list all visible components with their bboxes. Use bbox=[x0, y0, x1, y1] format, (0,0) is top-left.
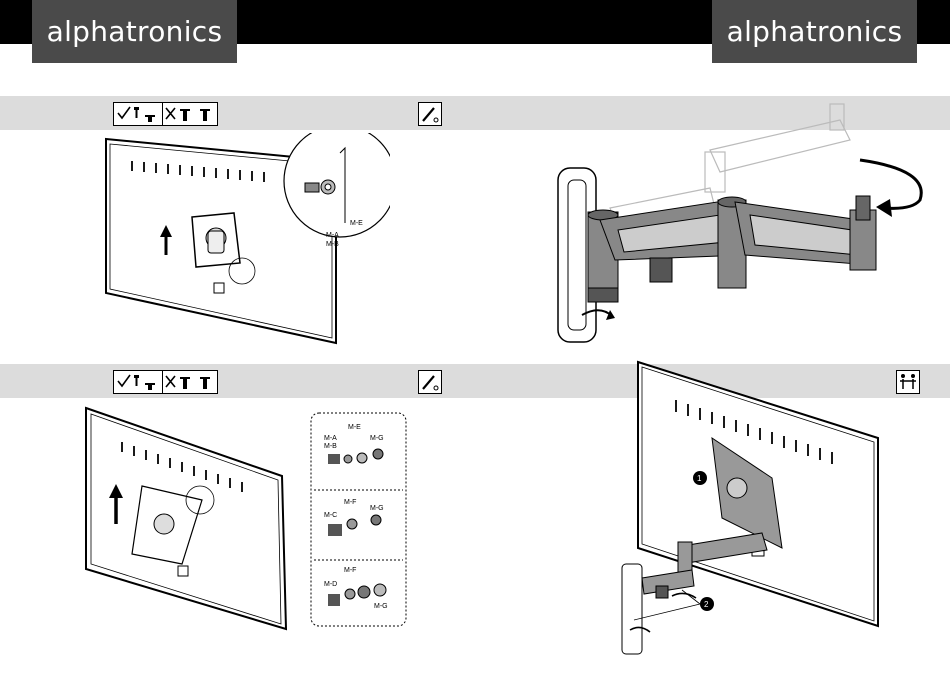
marker-2-label: 2 bbox=[704, 600, 709, 609]
label-m-a: M-A bbox=[326, 232, 339, 239]
label-m-e: M-E bbox=[348, 424, 361, 431]
label-m-g: M-G bbox=[370, 435, 384, 442]
rotate-arrow-icon bbox=[672, 593, 696, 598]
cross-screw-icon bbox=[162, 102, 218, 126]
marker-1-label: 1 bbox=[697, 474, 702, 483]
label-m-g: M-G bbox=[370, 505, 384, 512]
check-screw-icon bbox=[113, 370, 163, 394]
label-m-c: M-C bbox=[324, 512, 337, 519]
step1-illustration: M-E M-A M-B bbox=[100, 133, 390, 348]
screwdriver-icon bbox=[418, 370, 442, 394]
label-m-b: M-B bbox=[324, 443, 337, 450]
label-m-f: M-F bbox=[344, 567, 356, 574]
cross-screw-icon bbox=[162, 370, 218, 394]
label-m-a: M-A bbox=[324, 435, 337, 442]
hardware-callout: M-E M-A M-B M-G M-F M-C M-G M-F M-D M-G bbox=[310, 412, 407, 627]
label-m-d: M-D bbox=[324, 581, 337, 588]
rotate-arrow-icon bbox=[606, 310, 615, 320]
brand-logo-right: alphatronics bbox=[712, 0, 917, 63]
brand-logo-left: alphatronics bbox=[32, 0, 237, 63]
step4-illustration: 1 2 bbox=[612, 358, 882, 658]
two-person-icon bbox=[896, 370, 920, 394]
rotate-arrow-icon bbox=[876, 199, 892, 217]
check-screw-icon bbox=[113, 102, 163, 126]
step2-illustration bbox=[82, 404, 294, 632]
screwdriver-icon bbox=[418, 102, 442, 126]
label-m-b: M-B bbox=[326, 241, 339, 248]
label-m-e: M-E bbox=[350, 220, 363, 227]
label-m-f: M-F bbox=[344, 499, 356, 506]
step3-illustration bbox=[540, 100, 940, 345]
label-m-g: M-G bbox=[374, 603, 388, 610]
